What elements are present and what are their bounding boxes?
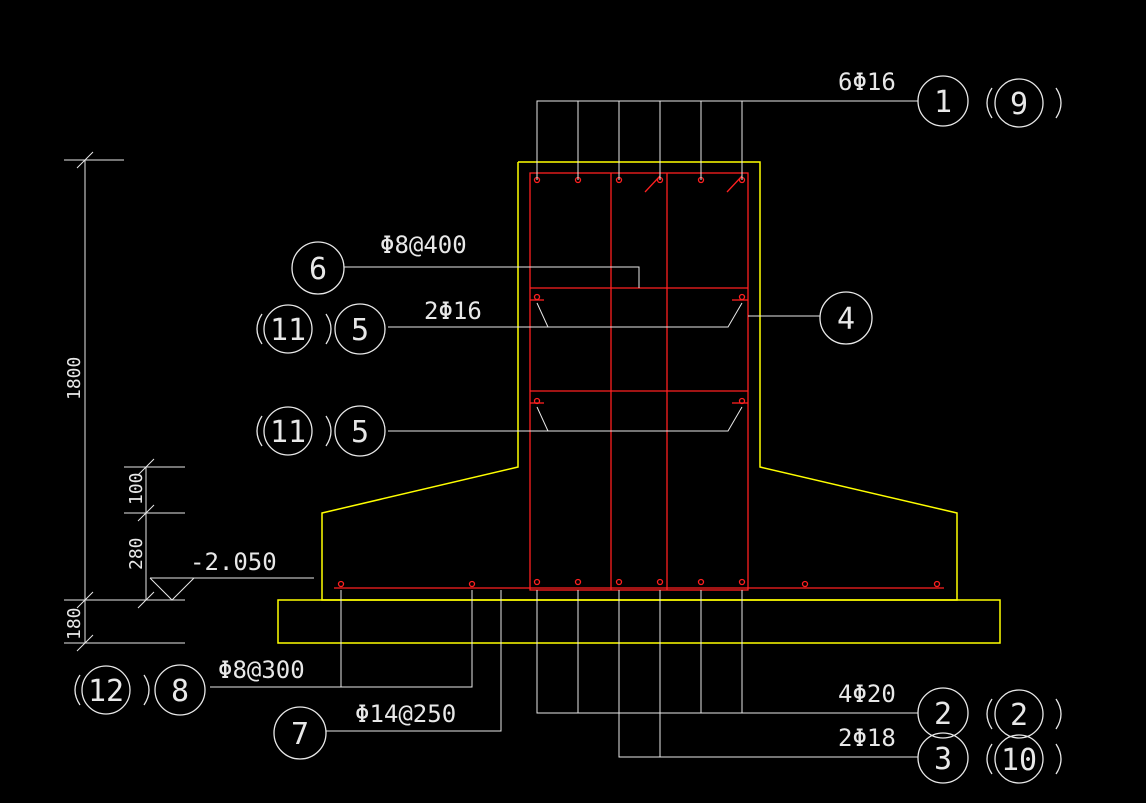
marker-7-circle: [273, 706, 327, 760]
elevation-label: -2.050: [190, 548, 277, 576]
leader-lines: [210, 100, 918, 758]
label-waist-bars: 2Φ16: [424, 297, 482, 325]
marker-1-number: 1: [934, 85, 952, 120]
marker-11b-circle: [263, 406, 313, 456]
marker-6-circle: [291, 241, 345, 295]
marker-10-circle: [994, 734, 1044, 784]
label-top-bars: 6Φ16: [838, 68, 896, 96]
dim-total-height: 1800: [64, 357, 85, 400]
marker-4-circle: [819, 291, 873, 345]
marker-9-circle: [994, 78, 1044, 128]
top-bar-dots: [533, 176, 746, 184]
label-col-bars-a: 4Φ20: [838, 680, 896, 708]
marker-5b-number: 5: [351, 415, 369, 450]
label-bottom-mesh-y: Φ8@300: [218, 656, 305, 684]
label-col-bars-b: 2Φ18: [838, 724, 896, 752]
marker-2-number: 2: [934, 697, 952, 732]
marker-3-number: 3: [934, 742, 952, 777]
marker-6-number: 6: [309, 252, 327, 287]
label-bottom-mesh-x: Φ14@250: [355, 700, 456, 728]
waist-bar-dots: [533, 293, 746, 405]
marker-2b-circle: [994, 689, 1044, 739]
marker-1-circle: [917, 75, 969, 127]
bedding-layer: [277, 599, 1001, 644]
marker-5b-circle: [334, 405, 386, 457]
marker-12-number: 12: [88, 674, 124, 709]
footing-outline: [321, 161, 958, 601]
marker-9-number: 9: [1010, 87, 1028, 122]
dim-180: 180: [64, 607, 85, 640]
marker-11b-number: 11: [270, 415, 306, 450]
marker-5a-number: 5: [351, 313, 369, 348]
marker-4-number: 4: [837, 302, 855, 337]
marker-circles: [74, 75, 1062, 784]
marker-7-number: 7: [291, 717, 309, 752]
marker-5a-circle: [334, 303, 386, 355]
marker-11a-number: 11: [270, 313, 306, 348]
marker-8-circle: [154, 664, 206, 716]
marker-2b-number: 2: [1010, 698, 1028, 733]
marker-8-number: 8: [171, 674, 189, 709]
bottom-bar-dots: [337, 578, 941, 588]
marker-2-circle: [917, 687, 969, 739]
column-stirrup: [529, 172, 749, 591]
label-stirrup: Φ8@400: [380, 231, 467, 259]
marker-10-number: 10: [1001, 743, 1037, 778]
marker-11a-circle: [263, 304, 313, 354]
dim-280: 280: [126, 537, 147, 570]
dimension-lines: [64, 151, 314, 652]
annotations: 6Φ16 Φ8@400 2Φ16 Φ8@300 Φ14@250 4Φ20 2Φ1…: [64, 68, 1037, 778]
concrete-outline: [277, 161, 1001, 644]
dim-100: 100: [126, 472, 147, 505]
marker-12-circle: [81, 665, 131, 715]
rebar-cage: [334, 172, 944, 591]
marker-3-circle: [917, 732, 969, 784]
